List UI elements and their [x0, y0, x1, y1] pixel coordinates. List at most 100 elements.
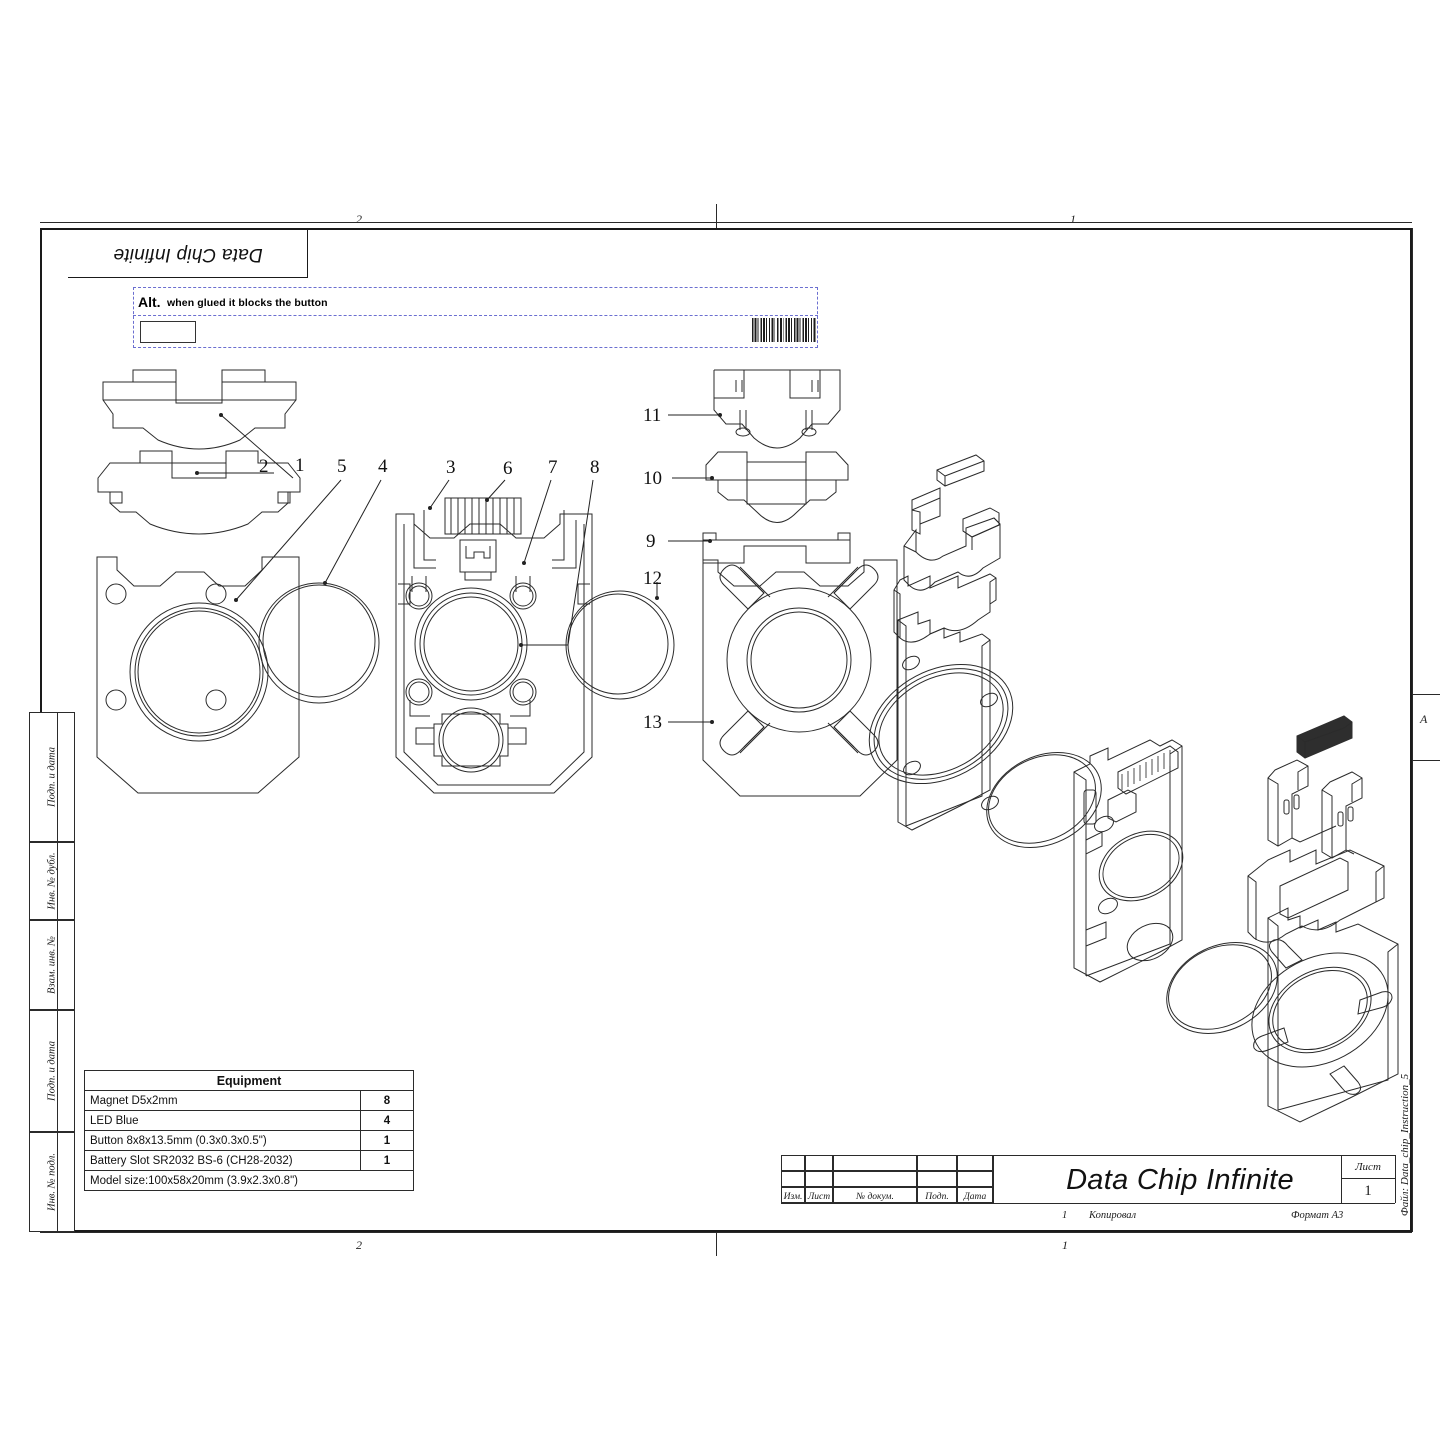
- zone-divider-bottom: [716, 1232, 717, 1256]
- callout-3: 3: [446, 457, 456, 478]
- tb-copied-label: Копировал: [1089, 1210, 1137, 1221]
- stamp-label: Инв. № дубл.: [46, 852, 58, 910]
- tb-col-podp: [917, 1187, 957, 1203]
- zone-tick-right-top: [1412, 694, 1440, 695]
- equipment-header-row: Equipment: [84, 1070, 414, 1091]
- tb-col-data: [957, 1187, 993, 1203]
- zone-divider-top: [716, 204, 717, 228]
- drawing-title: Data Chip Infinite: [1066, 1163, 1294, 1196]
- table-row: Battery Slot SR2032 BS-6 (CH28-2032) 1: [84, 1150, 414, 1171]
- tb-sheet-bottom: [1341, 1203, 1395, 1204]
- tb-sheet-number: 1: [1364, 1183, 1372, 1199]
- tb-title-top: [993, 1155, 1341, 1156]
- tb-sheet-label: Лист: [1355, 1161, 1381, 1173]
- tb-label-izm: Изм.: [783, 1192, 803, 1202]
- stamp-field-inv-podl: Инв. № подл.: [29, 1132, 75, 1232]
- tb-col-list: [805, 1187, 833, 1203]
- tb-sheet-right: [1395, 1155, 1396, 1203]
- tb-title-bottom: [781, 1203, 1341, 1204]
- stamp-divider-4: [57, 1010, 58, 1132]
- tb-cell: [957, 1155, 993, 1171]
- stamp-label: Инв. № подл.: [46, 1152, 58, 1212]
- tb-sheet-top: [1341, 1155, 1395, 1156]
- zone-marker-top-2: 2: [356, 212, 362, 226]
- tb-label-list: Лист: [807, 1192, 831, 1202]
- callout-4: 4: [378, 456, 388, 477]
- callout-8: 8: [590, 457, 600, 478]
- header-title-box: Data Chip Infinite: [68, 230, 308, 278]
- stamp-field-inv-dubl: Инв. № дубл.: [29, 842, 75, 920]
- file-name-label: Файл: Data_chip_Instruction_5: [1396, 1060, 1414, 1230]
- tb-col-nodokum: [833, 1187, 917, 1203]
- callout-5: 5: [337, 456, 347, 477]
- tb-label-podp: Подп.: [925, 1192, 949, 1202]
- table-row: Button 8x8x13.5mm (0.3x0.3x0.5") 1: [84, 1130, 414, 1151]
- alt-note-box: [133, 287, 818, 348]
- tb-cell: [917, 1171, 957, 1187]
- equipment-item-qty: 8: [360, 1090, 414, 1111]
- zone-rule-bottom: [40, 1232, 1412, 1233]
- file-name-text: Файл: Data_chip_Instruction_5: [1399, 1073, 1411, 1217]
- tb-format-label: Формат А3: [1291, 1210, 1344, 1221]
- callout-7: 7: [548, 457, 558, 478]
- tb-cell: [781, 1155, 805, 1171]
- tb-cell: [805, 1155, 833, 1171]
- equipment-item-name: LED Blue: [84, 1110, 361, 1131]
- alt-note-label: Alt.: [138, 294, 161, 310]
- callout-1: 1: [295, 455, 305, 476]
- stamp-field-vzam-inv: Взам. инв. №: [29, 920, 75, 1010]
- zone-marker-bottom-2: 2: [356, 1238, 362, 1252]
- tb-cell: [781, 1171, 805, 1187]
- tb-cell: [917, 1155, 957, 1171]
- stamp-label: Подп. и дата: [46, 747, 58, 807]
- zone-rule-top: [40, 222, 1412, 223]
- tb-title-right: [1341, 1155, 1342, 1203]
- tb-title-left: [993, 1155, 994, 1203]
- callout-9: 9: [646, 531, 656, 552]
- zone-rule-right: [1412, 228, 1413, 1232]
- stamp-divider-3: [57, 920, 58, 1010]
- tb-col-izm: [781, 1187, 805, 1203]
- equipment-item-qty: 1: [360, 1150, 414, 1171]
- stamp-label: Взам. инв. №: [46, 936, 58, 994]
- table-row: Magnet D5x2mm 8: [84, 1090, 414, 1111]
- zone-tick-right-bottom: [1412, 760, 1440, 761]
- tb-label-nodokum: № докум.: [856, 1192, 894, 1202]
- stamp-field-podp-data-2: Подп. и дата: [29, 1010, 75, 1132]
- callout-12: 12: [643, 568, 662, 589]
- barcode-icon: [752, 318, 816, 342]
- equipment-item-name: Magnet D5x2mm: [84, 1090, 361, 1111]
- stamp-label: Подп. и дата: [46, 1041, 58, 1101]
- zone-marker-bottom-1: 1: [1062, 1238, 1068, 1252]
- stamp-field-podp-data-1: Подп. и дата: [29, 712, 75, 842]
- equipment-footer-row: Model size:100x58x20mm (3.9x2.3x0.8"): [84, 1170, 414, 1191]
- equipment-item-name: Battery Slot SR2032 BS-6 (CH28-2032): [84, 1150, 361, 1171]
- stamp-divider-1: [57, 712, 58, 842]
- zone-marker-right-a: A: [1420, 712, 1428, 726]
- alt-note-swatch: [140, 321, 196, 343]
- tb-cell: [833, 1171, 917, 1187]
- tb-copied-number: 1: [1062, 1210, 1068, 1221]
- equipment-title: Equipment: [84, 1070, 414, 1091]
- alt-note-divider: [133, 287, 818, 316]
- callout-2: 2: [259, 456, 269, 477]
- tb-cell: [957, 1171, 993, 1187]
- callout-11: 11: [643, 405, 662, 426]
- equipment-item-name: Button 8x8x13.5mm (0.3x0.3x0.5"): [84, 1130, 361, 1151]
- equipment-model-size: Model size:100x58x20mm (3.9x2.3x0.8"): [84, 1170, 414, 1191]
- zone-marker-top-1: 1: [1070, 212, 1076, 226]
- equipment-item-qty: 1: [360, 1130, 414, 1151]
- callout-10: 10: [643, 468, 662, 489]
- table-row: LED Blue 4: [84, 1110, 414, 1131]
- equipment-table: Equipment Magnet D5x2mm 8 LED Blue 4 But…: [84, 1070, 414, 1191]
- alt-note-text: when glued it blocks the button: [167, 297, 328, 309]
- tb-cell: [805, 1171, 833, 1187]
- tb-sheet-mid: [1341, 1178, 1395, 1179]
- callout-13: 13: [643, 712, 662, 733]
- equipment-item-qty: 4: [360, 1110, 414, 1131]
- stamp-divider-2: [57, 842, 58, 920]
- tb-cell: [833, 1155, 917, 1171]
- header-title-text: Data Chip Infinite: [113, 244, 263, 265]
- callout-6: 6: [503, 458, 513, 479]
